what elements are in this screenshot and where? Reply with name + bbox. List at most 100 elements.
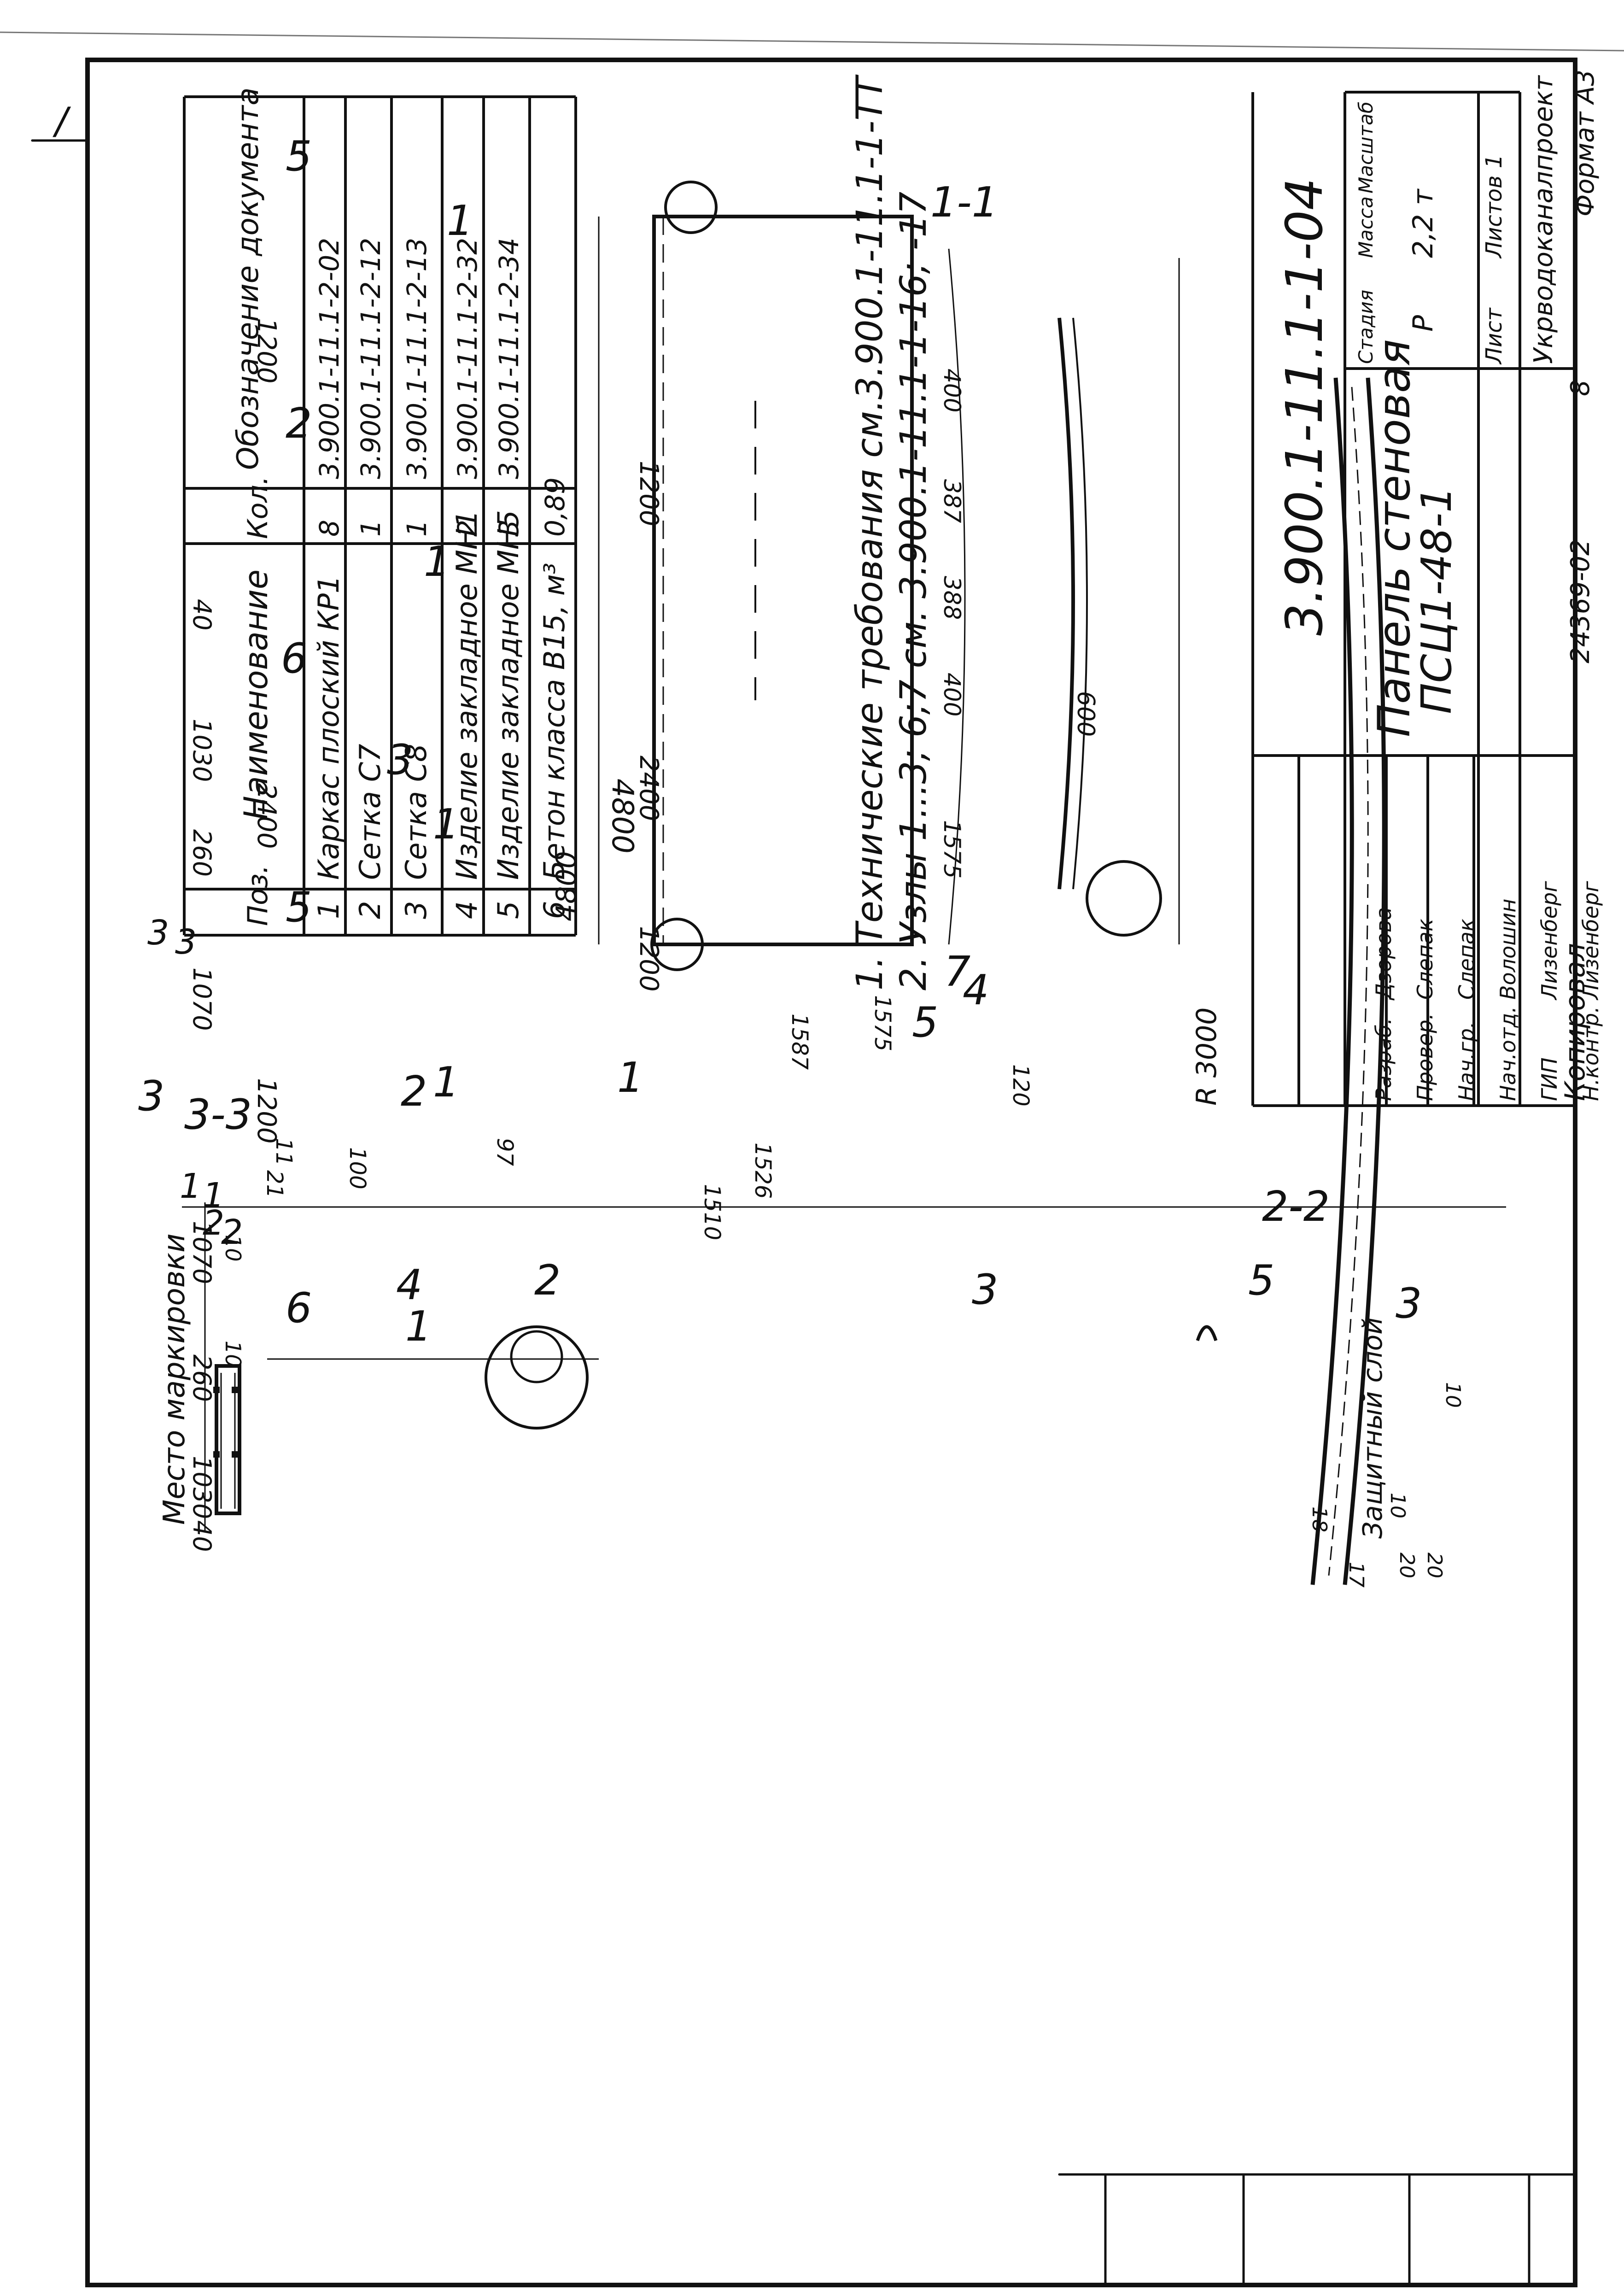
section-mark: 1 bbox=[180, 1166, 201, 1206]
section-3-3-marks bbox=[213, 1387, 238, 1458]
panel-outline bbox=[215, 1364, 241, 1515]
title-block: 3.900.1-11.1-1-04 Панель стеновая ПСЦ1-4… bbox=[1251, 70, 1603, 1107]
spec-row-name: Изделие закладное МН1 bbox=[450, 510, 484, 880]
section-1-1-dim: 21 bbox=[262, 1170, 287, 1198]
tb-archive-no: 24369-02 bbox=[1566, 539, 1595, 663]
tb-sheets: Листов 1 bbox=[1481, 154, 1507, 259]
tb-stage: Р bbox=[1407, 315, 1439, 332]
dim-3-3-top: 1200 bbox=[251, 1078, 281, 1144]
tb-organization: Укрводоканалпроект bbox=[1529, 75, 1559, 364]
spec-row-pos: 1 bbox=[312, 901, 345, 919]
spec-row-pos: 2 bbox=[353, 901, 387, 919]
embedded-part-5b bbox=[1196, 1325, 1218, 1342]
dim-3-3-bottom: 260 bbox=[187, 829, 216, 877]
tb-role-name: Слепак bbox=[1454, 919, 1479, 1000]
top-edge-line bbox=[0, 31, 1624, 52]
section-1-1-callout: 5 bbox=[912, 998, 938, 1047]
section-1-1-dim: 11 bbox=[271, 1138, 297, 1166]
tb-copied-by: Копировал bbox=[1559, 943, 1591, 1101]
plan-side-dim: 387 bbox=[939, 479, 965, 523]
section-1-1-callout: 7 bbox=[944, 948, 970, 996]
dim-3-3-end: 10 bbox=[221, 1235, 245, 1262]
callout-3-3: 5 bbox=[286, 132, 312, 181]
dim-3-3-bottom: 1070 bbox=[187, 1221, 216, 1284]
dim-3-3-bottom: 40 bbox=[187, 1520, 216, 1552]
tb-role-name: Дзорова bbox=[1371, 907, 1396, 1001]
section-1-1: 1-1 R 3000 15751587152615109710011211204… bbox=[262, 178, 1223, 1314]
section-1-1-dim: 97 bbox=[492, 1138, 518, 1166]
section-2-2-callout: 2 bbox=[534, 1256, 561, 1305]
tb-role-name: Волошин bbox=[1495, 899, 1520, 1000]
spec-row-designation: 3.900.1-11.1-2-32 bbox=[452, 238, 483, 479]
sheet-frame bbox=[85, 58, 1577, 2287]
dim-3-3-bottom: 260 bbox=[187, 1354, 216, 1402]
section-1-1-dim: 1526 bbox=[750, 1143, 776, 1199]
tb-header-mass: Масса bbox=[1355, 196, 1377, 258]
spec-row-qty: 1 bbox=[401, 520, 432, 537]
spec-row-qty: 1 bbox=[355, 520, 386, 537]
spec-header-designation: Обозначение документа bbox=[231, 88, 265, 470]
section-2-2-dim: 10 bbox=[1441, 1382, 1465, 1408]
section-2-2-dim: 18 bbox=[1308, 1506, 1331, 1532]
plan-side-dim: 400 bbox=[939, 673, 965, 716]
tb-mass: 2,2 т bbox=[1407, 188, 1439, 258]
section-mark: 2 bbox=[203, 1203, 224, 1243]
plan-dim-overall: 4800 bbox=[550, 851, 583, 921]
tb-title-2: ПСЦ1-48-1 bbox=[1413, 486, 1461, 714]
callout-3-3: 5 bbox=[286, 883, 312, 932]
rebar-dot-3 bbox=[232, 1387, 238, 1393]
tb-archive-sheet: 8 bbox=[1566, 380, 1595, 396]
plan-callout: 3 bbox=[138, 1072, 164, 1120]
detail-circle-1 bbox=[485, 1325, 589, 1430]
tb-role-name: Лизенберг bbox=[1578, 881, 1603, 1001]
section-2-2-dim: 10 bbox=[1386, 1493, 1409, 1518]
dim-3-3-bottom: 1030 bbox=[187, 719, 216, 782]
notes: 1. Технические требования см.3.900.1-11.… bbox=[849, 74, 935, 990]
spec-row-qty: 0,89 bbox=[539, 477, 571, 537]
tb-role-name: Слепак bbox=[1413, 919, 1437, 1000]
plan-detail-circle-3 bbox=[664, 181, 718, 234]
tb-role: ГИП bbox=[1537, 1057, 1562, 1101]
plan-dim: 1200 bbox=[634, 926, 664, 992]
plan-callout: 1 bbox=[617, 1054, 643, 1102]
section-2-2-dim: 20 bbox=[1423, 1553, 1446, 1578]
section-2-2-dim: 20 bbox=[1395, 1553, 1419, 1578]
spec-row-qty: 3 bbox=[493, 520, 525, 537]
tb-title-1: Панель стеновая bbox=[1368, 339, 1420, 737]
callout-3-3: 6 bbox=[281, 634, 307, 683]
radius-label: R 3000 bbox=[1191, 1008, 1223, 1106]
dim-3-3-end: 10 bbox=[221, 1341, 245, 1368]
dim-overall-3-3: 4800 bbox=[605, 779, 639, 854]
tb-role: Н.контр. bbox=[1578, 1006, 1603, 1101]
section-1-1-dim: 100 bbox=[345, 1147, 370, 1189]
spec-row-name: Сетка С7 bbox=[353, 744, 387, 880]
dim-3-3-bottom: 1030 bbox=[187, 1456, 216, 1519]
tb-sheet: Лист bbox=[1481, 307, 1507, 365]
dim-3-3-top: 1200 bbox=[251, 318, 281, 384]
callout-3-3: 2 bbox=[286, 399, 312, 448]
section-1-1-callout: 4 bbox=[963, 966, 989, 1014]
plan-outline bbox=[652, 215, 914, 946]
note-line-1: 1. Технические требования см.3.900.1-11.… bbox=[849, 74, 891, 990]
callout-3-3: 1 bbox=[433, 800, 459, 849]
plan-side-dim: 1575 bbox=[939, 820, 965, 879]
plan-dim: 1200 bbox=[634, 461, 664, 527]
section-1-1-dim: 1510 bbox=[699, 1184, 725, 1240]
plan-side-dim: 388 bbox=[939, 576, 965, 620]
rebar-dot-2 bbox=[213, 1451, 220, 1458]
callout-3-3: 1 bbox=[405, 1302, 432, 1351]
spec-row-pos: 6 bbox=[537, 901, 571, 919]
tb-role-name: Лизенберг bbox=[1537, 881, 1562, 1001]
tb-role: Нач.гр. bbox=[1454, 1021, 1479, 1101]
spec-row-name: Сетка С8 bbox=[399, 744, 433, 880]
tb-role: Провер. bbox=[1413, 1013, 1437, 1101]
tb-role: Разраб. bbox=[1371, 1018, 1396, 1101]
spec-row-pos: 4 bbox=[450, 901, 484, 919]
spec-header-name: Наименование bbox=[237, 569, 275, 820]
spec-row-pos: 3 bbox=[399, 901, 433, 919]
spec-header-pos: Поз. bbox=[242, 865, 274, 926]
tb-role: Нач.отд. bbox=[1495, 1006, 1520, 1101]
